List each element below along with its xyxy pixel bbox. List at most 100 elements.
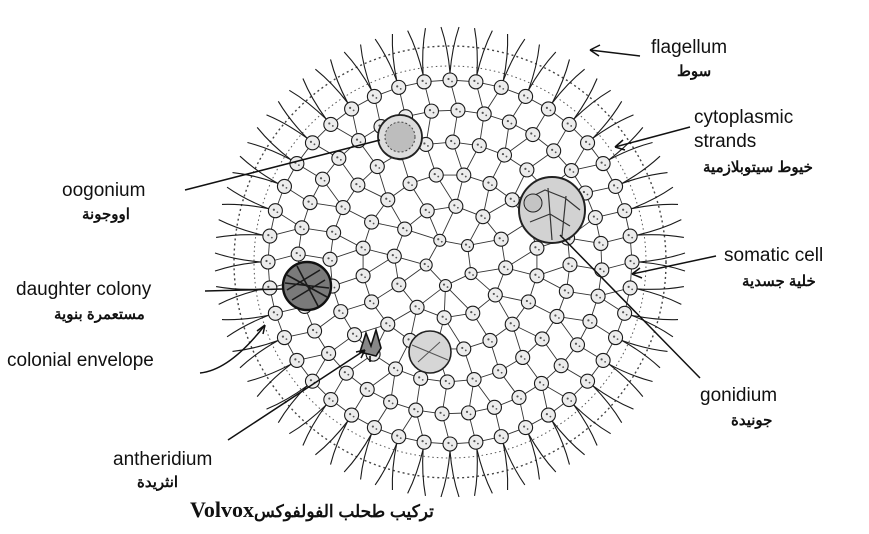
cell-granule xyxy=(599,297,601,299)
label-gonidium: gonidium xyxy=(700,386,777,405)
cell-granule xyxy=(543,340,545,342)
cell-granule xyxy=(499,85,501,87)
label-cytoplasmic-strands-ar: خيوط سيتوبلازمية xyxy=(703,160,813,175)
cell-granule xyxy=(496,408,498,410)
somatic-cell-pointer xyxy=(632,256,716,274)
flagellum xyxy=(529,434,556,472)
cell-granule xyxy=(622,311,624,313)
cell-granule xyxy=(353,416,355,418)
cell-granule xyxy=(316,332,318,334)
gonidium-shape xyxy=(519,177,585,243)
cell-granule xyxy=(602,244,604,246)
somatic-cell xyxy=(420,259,432,271)
cell-granule xyxy=(271,237,273,239)
somatic-cell xyxy=(295,221,309,235)
cell-granule xyxy=(539,381,541,383)
somatic-cell xyxy=(502,115,516,129)
cell-granule xyxy=(369,300,371,302)
flagellum xyxy=(477,449,492,493)
cell-granule xyxy=(585,141,587,143)
cell-granule xyxy=(378,167,380,169)
somatic-cell xyxy=(365,215,379,229)
cell-granule xyxy=(364,249,366,251)
somatic-cell xyxy=(389,362,403,376)
cell-granule xyxy=(344,208,346,210)
cell-granule xyxy=(445,318,447,320)
flagellum xyxy=(529,44,540,90)
cell-granule xyxy=(437,238,439,240)
cell-granule xyxy=(369,220,371,222)
cell-granule xyxy=(352,333,354,335)
title-ar: تركيب طحلب الفولفوكس xyxy=(254,502,434,521)
cell-granule xyxy=(459,111,461,113)
cell-granule xyxy=(469,246,471,248)
somatic-cell xyxy=(487,400,501,414)
cell-granule xyxy=(413,408,415,410)
cell-granule xyxy=(375,97,377,99)
somatic-cell xyxy=(618,204,632,218)
cell-granule xyxy=(265,260,267,262)
cell-granule xyxy=(360,274,362,276)
flagellum xyxy=(475,28,478,75)
cell-granule xyxy=(480,215,482,217)
cell-granule xyxy=(613,184,615,186)
cell-granule xyxy=(524,168,526,170)
flagellum xyxy=(637,289,681,304)
label-daughter-colony: daughter colony xyxy=(16,280,151,299)
cell-granule xyxy=(480,146,482,148)
cell-granule xyxy=(433,112,435,114)
somatic-cell xyxy=(494,80,508,94)
somatic-cell xyxy=(488,288,502,302)
somatic-cell xyxy=(360,382,374,396)
somatic-cell xyxy=(623,229,637,243)
cell-granule xyxy=(331,260,333,262)
cell-granule xyxy=(503,266,505,268)
cell-granule xyxy=(298,164,300,166)
cell-granule xyxy=(451,445,453,447)
cell-granule xyxy=(527,97,529,99)
somatic-cell xyxy=(583,314,597,328)
somatic-cell xyxy=(505,193,519,207)
cell-granule xyxy=(330,354,332,356)
cell-granule xyxy=(558,317,560,319)
somatic-cell xyxy=(334,305,348,319)
cell-granule xyxy=(470,413,472,415)
somatic-cell xyxy=(526,128,540,142)
label-oogonium: oogonium xyxy=(62,181,145,200)
flagellum xyxy=(423,28,426,75)
cell-granule xyxy=(342,312,344,314)
cell-granule xyxy=(562,366,564,368)
cell-granule xyxy=(528,170,530,172)
cell-granule xyxy=(299,226,301,228)
cell-granule xyxy=(628,286,630,288)
somatic-cell xyxy=(472,139,486,153)
somatic-cell xyxy=(530,269,544,283)
cell-granule xyxy=(626,211,628,213)
somatic-cell xyxy=(581,136,595,150)
cell-granule xyxy=(564,289,566,291)
cell-granule xyxy=(427,145,429,147)
somatic-cell xyxy=(554,359,568,373)
somatic-cell xyxy=(446,135,460,149)
cell-granule xyxy=(328,397,330,399)
cell-granule xyxy=(473,440,475,442)
flagellum xyxy=(289,90,326,119)
somatic-cell xyxy=(332,151,346,165)
label-flagellum: flagellum xyxy=(651,38,727,57)
somatic-cell xyxy=(290,353,304,367)
cell-granule xyxy=(400,437,402,439)
cell-granule xyxy=(448,383,450,385)
somatic-cell xyxy=(417,435,431,449)
flagellum xyxy=(303,79,326,120)
cell-granule xyxy=(447,286,449,288)
cell-granule xyxy=(501,372,503,374)
somatic-cell xyxy=(398,222,412,236)
cell-granule xyxy=(497,369,499,371)
cell-granule xyxy=(375,164,377,166)
flagella xyxy=(215,27,685,497)
cell-granule xyxy=(349,107,351,109)
label-flagellum-ar: سوط xyxy=(677,64,711,79)
cell-granule xyxy=(360,246,362,248)
somatic-cell xyxy=(516,350,530,364)
cell-granule xyxy=(443,414,445,416)
